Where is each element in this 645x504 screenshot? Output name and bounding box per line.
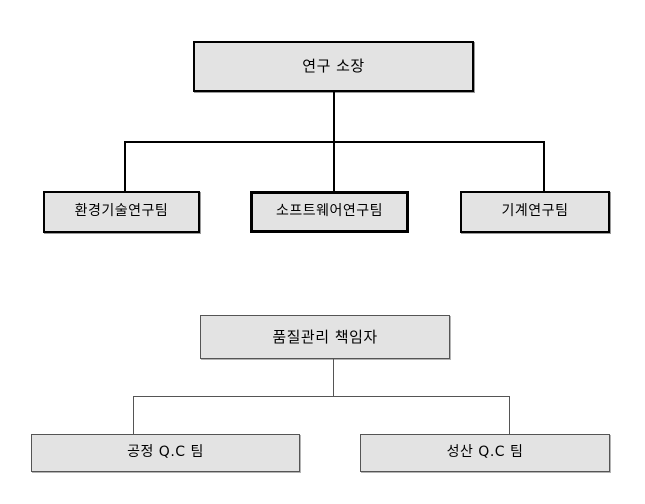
connector-quality-drop-right (509, 396, 510, 435)
node-mechanical-research-team[interactable]: 기계연구팀 (460, 191, 610, 233)
node-process-qc-team-label: 공정 Q.C 팀 (127, 444, 204, 461)
connector-research-drop-left (124, 141, 126, 192)
connector-research-root-drop (333, 92, 335, 142)
connector-quality-drop-left (133, 396, 134, 435)
node-quality-manager[interactable]: 품질관리 책임자 (200, 315, 450, 359)
connector-quality-horizontal-bus (133, 396, 510, 397)
node-software-research-team[interactable]: 소프트웨어연구팀 (250, 191, 409, 233)
node-software-research-team-label: 소프트웨어연구팀 (275, 203, 384, 220)
connector-quality-root-drop (333, 359, 334, 397)
node-production-qc-team-label: 성산 Q.C 팀 (446, 444, 524, 461)
node-mechanical-research-team-label: 기계연구팀 (501, 203, 569, 220)
node-environmental-tech-team-label: 환경기술연구팀 (74, 203, 169, 220)
connector-research-drop-center (333, 141, 335, 192)
node-research-director[interactable]: 연구 소장 (193, 41, 474, 92)
node-research-director-label: 연구 소장 (302, 57, 365, 76)
connector-research-drop-right (543, 141, 545, 192)
node-production-qc-team[interactable]: 성산 Q.C 팀 (360, 434, 610, 472)
node-process-qc-team[interactable]: 공정 Q.C 팀 (31, 434, 300, 472)
node-quality-manager-label: 품질관리 책임자 (272, 327, 378, 346)
node-environmental-tech-team[interactable]: 환경기술연구팀 (43, 191, 200, 233)
